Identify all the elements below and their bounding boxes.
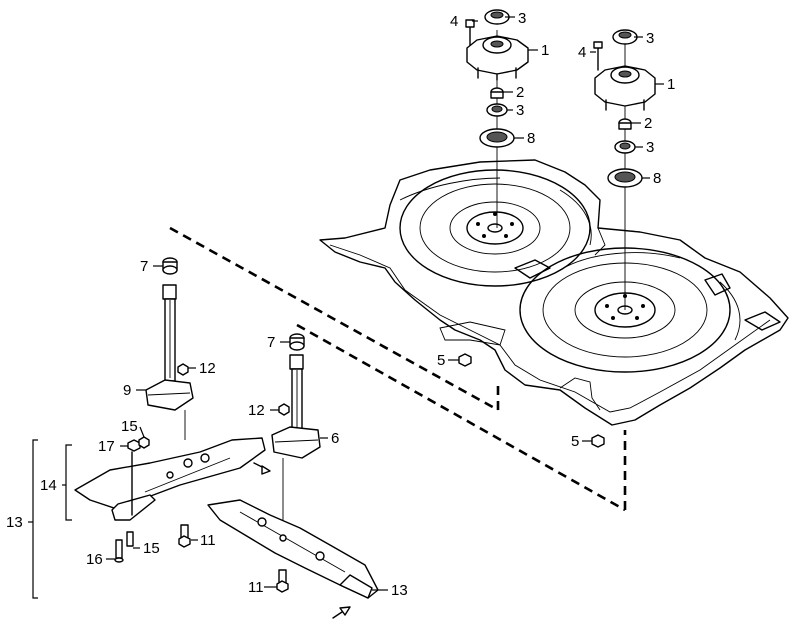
- callout-17: 17: [98, 438, 115, 455]
- callout-11: 11: [248, 579, 264, 596]
- callout-9: 9: [123, 382, 131, 399]
- bushing-7-a: [162, 257, 178, 275]
- callout-12: 12: [248, 402, 265, 419]
- bolt-12-b: [278, 403, 290, 416]
- callout-7: 7: [267, 334, 275, 351]
- bearing-3-lower-b: [614, 140, 636, 154]
- blade-13: [207, 499, 379, 599]
- callout-12: 12: [199, 360, 216, 377]
- callout-3: 3: [646, 139, 654, 156]
- nut-5-b: [591, 434, 605, 448]
- leader-lines: [106, 16, 664, 591]
- pulley-hub-1-b: [594, 65, 656, 111]
- spacer-2-b: [618, 118, 632, 130]
- bearing-3-top-b: [612, 29, 638, 45]
- spacer-2-a: [490, 87, 504, 99]
- callout-4: 4: [450, 13, 458, 30]
- spindle-assembly-right-deck: [593, 29, 656, 310]
- group-bracket-13: [28, 439, 38, 599]
- nut-5-a: [458, 353, 472, 367]
- assembly-reference-lines: [169, 226, 627, 512]
- group-bracket-14: [62, 444, 72, 521]
- callout-14: 14: [40, 477, 57, 494]
- callout-2: 2: [644, 115, 652, 132]
- callout-7: 7: [140, 258, 148, 275]
- bearing-3-lower-a: [486, 103, 508, 117]
- callout-4: 4: [578, 44, 586, 61]
- callout-13: 13: [391, 582, 408, 599]
- bolt-11-b: [276, 569, 289, 593]
- bolt-15-lower: [126, 531, 134, 547]
- bolt-4-b: [593, 41, 603, 71]
- callout-3: 3: [646, 30, 654, 47]
- callout-5: 5: [571, 433, 579, 450]
- bolt-16: [114, 539, 124, 563]
- spindle-assembly-left-deck: [465, 9, 529, 228]
- callout-6: 6: [331, 430, 339, 447]
- callout-13: 13: [6, 514, 23, 531]
- callout-numbers: 3 4 1 2 3 8 3 4 1 2 3 8 5 5 7 7 12 12 9 …: [6, 10, 675, 599]
- callout-15: 15: [143, 540, 160, 557]
- spindle-shaft-9: [145, 257, 194, 440]
- callout-15: 15: [121, 418, 138, 435]
- blade-assembly-14: [74, 436, 266, 521]
- seal-8-b: [607, 168, 643, 188]
- callout-2: 2: [516, 84, 524, 101]
- seal-8-a: [479, 128, 515, 148]
- bearing-3-top-a: [484, 9, 510, 25]
- callout-1: 1: [667, 76, 675, 93]
- callout-1: 1: [541, 42, 549, 59]
- callout-3: 3: [516, 102, 524, 119]
- mower-deck-housing: [319, 159, 789, 426]
- rotation-arrow-a: [253, 462, 271, 475]
- bolt-11-a: [178, 524, 191, 548]
- bolt-12-a: [177, 363, 189, 376]
- callout-16: 16: [86, 551, 103, 568]
- pulley-hub-1-a: [466, 35, 529, 81]
- callout-5: 5: [437, 352, 445, 369]
- spindle-shaft-6: [271, 333, 321, 520]
- rotation-arrow-b: [332, 606, 351, 619]
- callout-11: 11: [200, 532, 216, 549]
- callout-3: 3: [518, 10, 526, 27]
- callout-8: 8: [527, 130, 535, 147]
- bushing-7-b: [289, 333, 305, 351]
- callout-8: 8: [653, 170, 661, 187]
